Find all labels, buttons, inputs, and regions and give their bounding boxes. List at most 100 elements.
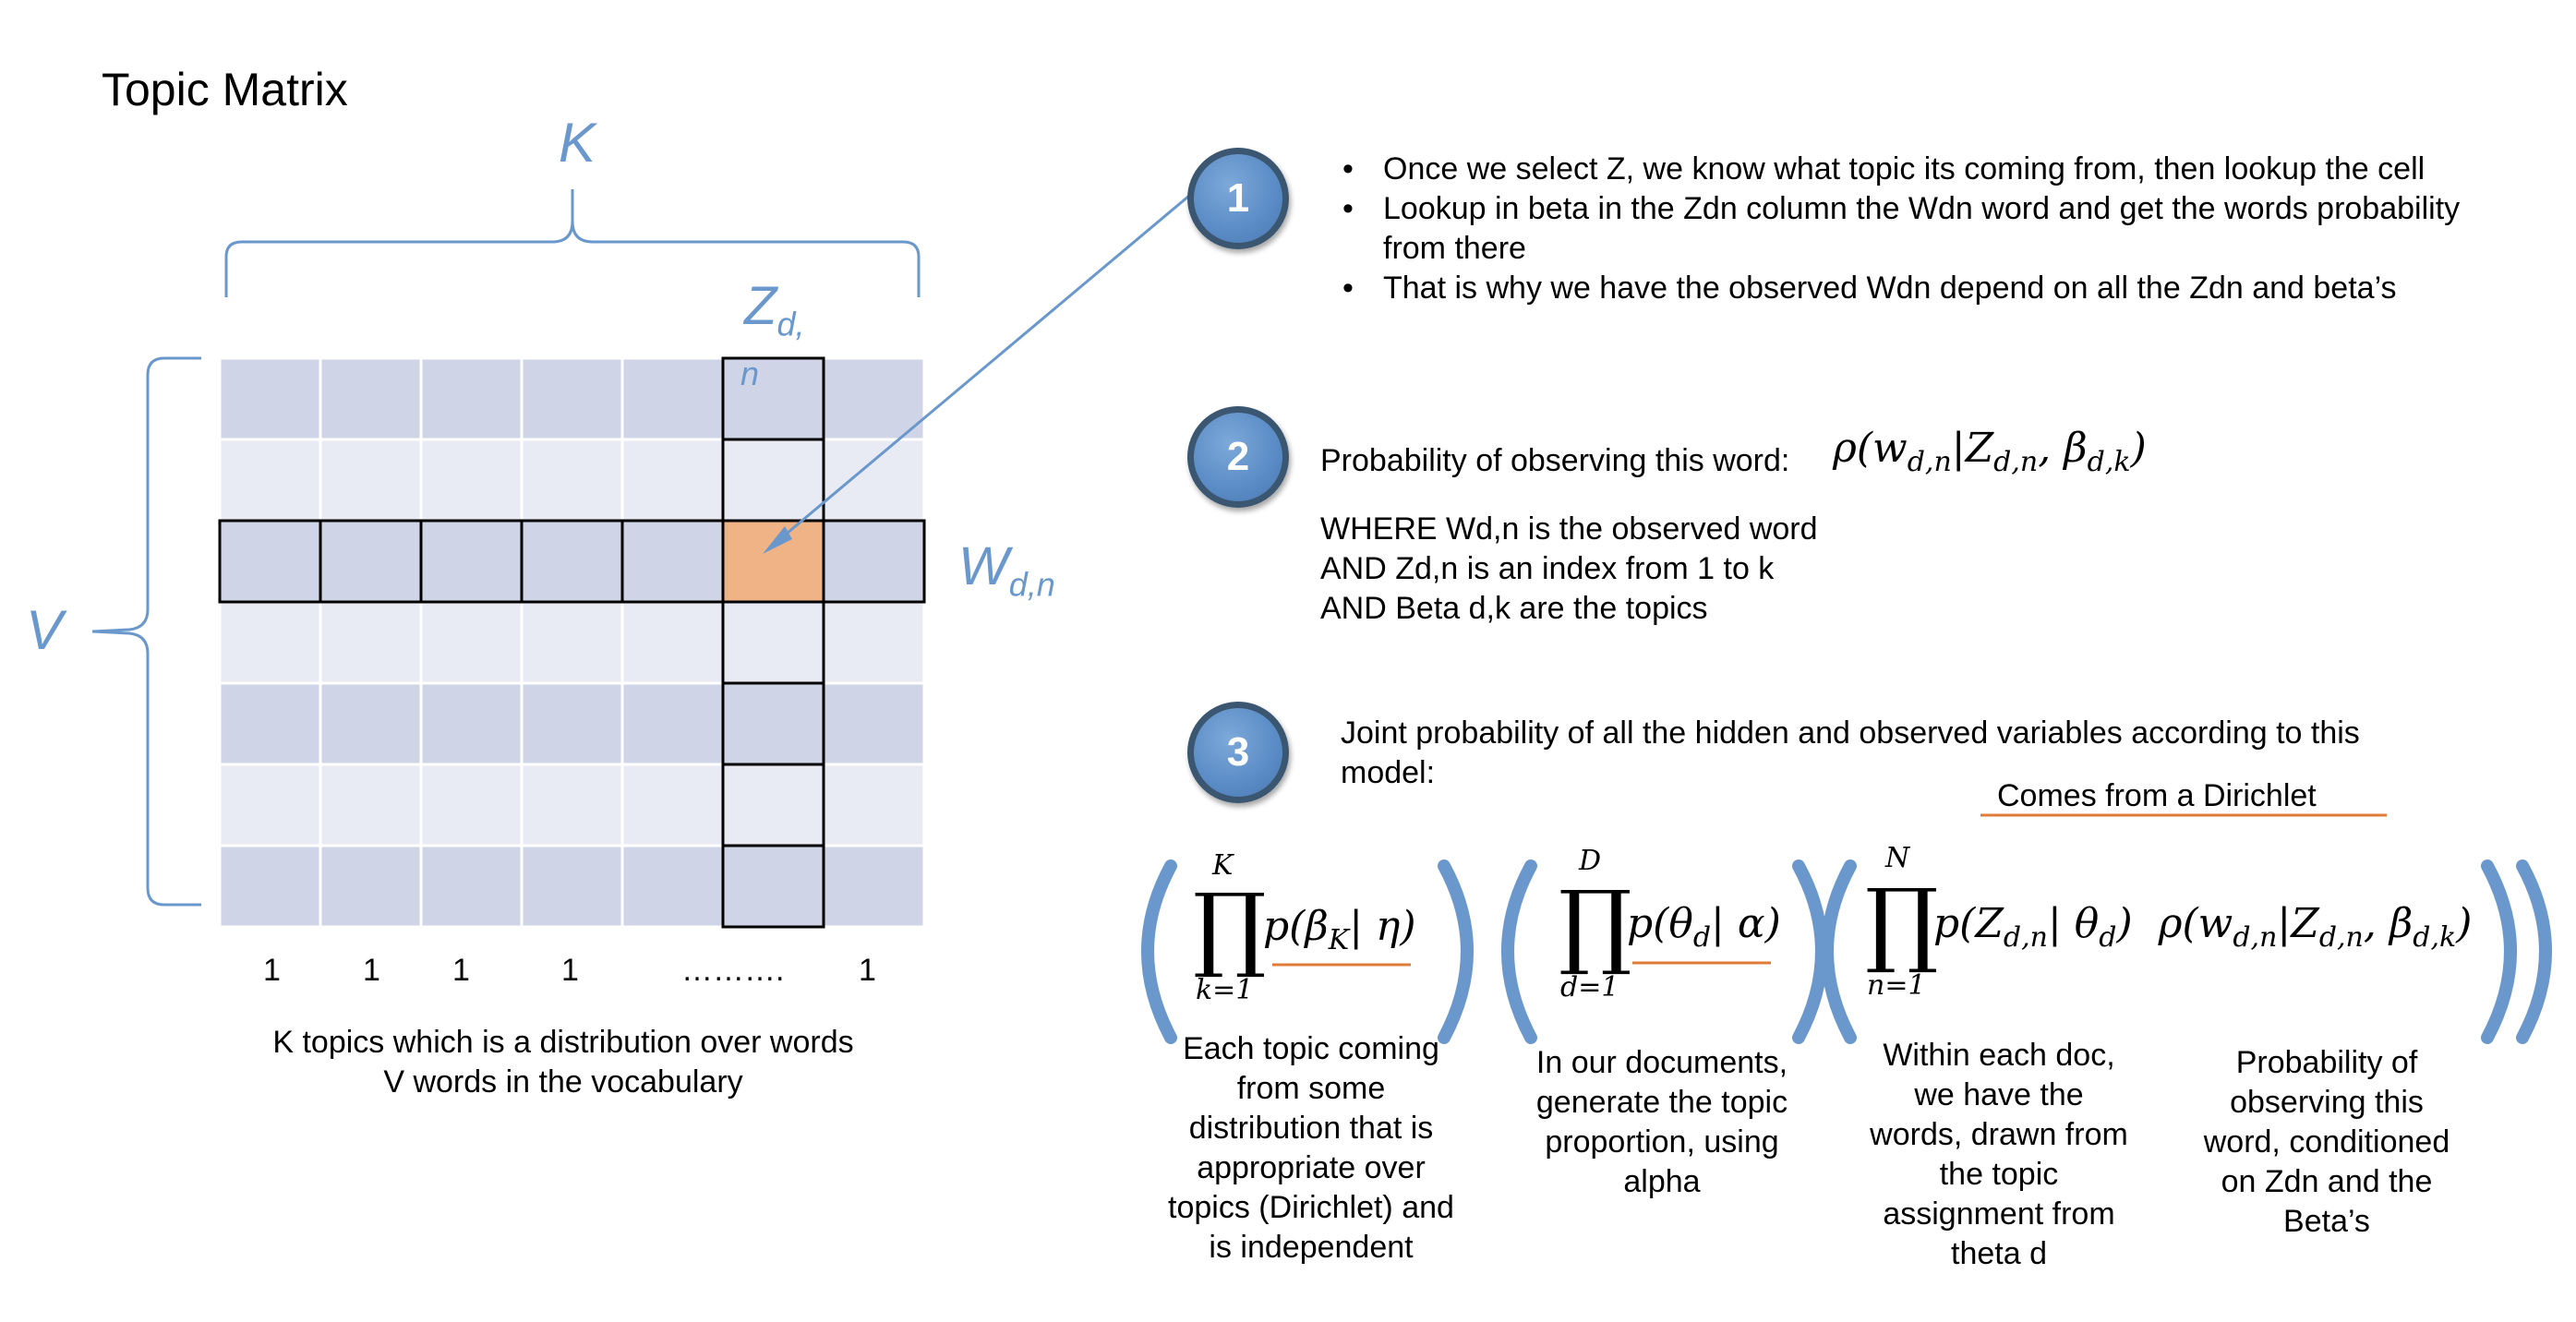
lookup-arrow (775, 194, 1190, 545)
close-paren-1 (1438, 859, 1474, 1044)
column-label: 1 (859, 953, 876, 988)
matrix-cell (822, 681, 926, 766)
matrix-cell (319, 681, 423, 766)
open-paren-1 (1141, 859, 1177, 1044)
matrix-cell (319, 356, 423, 441)
word-probability-formula: ρ(wd,n|Zd,n, βd,k) (1833, 425, 2147, 478)
matrix-cell (218, 600, 322, 685)
z-theta-w-term: p(Zd,n| θd) ρ(wd,n|Zd,n, βd,k) (1933, 900, 2473, 954)
matrix-cell (419, 356, 524, 441)
k-brace (224, 189, 921, 297)
matrix-cell (520, 519, 624, 604)
product-3-symbol: ∏ (1865, 869, 1939, 977)
bullet-item: That is why we have the observed Wdn dep… (1342, 269, 2530, 308)
matrix-cell (822, 844, 926, 929)
step-3-lead: Joint probability of all the hidden and … (1341, 715, 2360, 790)
matrix-cell (319, 844, 423, 929)
z-label: Zd, (744, 276, 805, 343)
w-label: Wd,n (958, 536, 1055, 604)
caption-word-assignment: Within each doc, we have the words, draw… (1870, 1038, 2128, 1271)
selected-cell (721, 519, 825, 604)
matrix-cell (419, 438, 524, 523)
dirichlet-note: Comes from a Dirichlet (1997, 778, 2317, 813)
matrix-cell (319, 438, 423, 523)
column-label: 1 (363, 953, 380, 988)
v-brace (91, 356, 201, 907)
matrix-cell (218, 844, 322, 929)
close-paren-3a (2481, 859, 2517, 1044)
product-2-upper: D (1579, 845, 1602, 877)
step-3-badge: 3 (1187, 702, 1289, 803)
matrix-cell (218, 681, 322, 766)
caption-topic-proportion: In our documents, generate the topic pro… (1535, 1045, 1788, 1199)
matrix-cell (319, 519, 423, 604)
matrix-cell (419, 519, 524, 604)
z-label-subscript: n (740, 355, 760, 392)
matrix-cell (721, 438, 825, 523)
column-label: 1 (452, 953, 470, 988)
matrix-cell (520, 844, 624, 929)
matrix-cell (520, 763, 624, 847)
matrix-cell (419, 844, 524, 929)
column-label: ………. (681, 953, 785, 988)
matrix-cell (822, 600, 926, 685)
matrix-cell (520, 438, 624, 523)
product-1-lower: k=1 (1196, 974, 1254, 1006)
matrix-cell (822, 356, 926, 441)
product-1-upper: K (1212, 849, 1234, 882)
matrix-cell (520, 681, 624, 766)
matrix-cell (620, 356, 725, 441)
matrix-cell (218, 356, 322, 441)
matrix-cell (218, 519, 322, 604)
close-paren-3b (2516, 859, 2552, 1044)
open-paren-2 (1501, 859, 1537, 1044)
theta-alpha-term: p(θd| α) (1627, 900, 1781, 954)
step-1-bullets: Once we select Z, we know what topic its… (1339, 150, 2530, 308)
matrix-cell (319, 763, 423, 847)
caption-word-probability: Probability of observing this word, cond… (2203, 1045, 2450, 1239)
matrix-cell (721, 600, 825, 685)
beta-eta-term: p(βK| η) (1263, 903, 1416, 956)
v-label: V (26, 599, 64, 661)
matrix-cell (419, 600, 524, 685)
matrix-cell (419, 681, 524, 766)
open-paren-3 (1821, 859, 1857, 1044)
matrix-cell (822, 519, 926, 604)
lookup-arrowhead (763, 526, 792, 554)
matrix-cell (520, 600, 624, 685)
topic-matrix-grid (218, 356, 926, 929)
product-1-symbol: ∏ (1193, 873, 1267, 981)
matrix-cell (218, 763, 322, 847)
matrix-cell (620, 844, 725, 929)
product-3-upper: N (1885, 842, 1910, 874)
step-2-badge: 2 (1187, 406, 1289, 508)
step-2-lead: Probability of observing this word: (1320, 443, 1790, 478)
matrix-cell (822, 763, 926, 847)
matrix-cell (822, 438, 926, 523)
matrix-cell (620, 600, 725, 685)
step-2-where: WHERE Wd,n is the observed word AND Zd,n… (1320, 511, 1818, 626)
k-label: K (559, 112, 596, 174)
close-paren-2 (1792, 859, 1828, 1044)
matrix-cell (620, 438, 725, 523)
column-label: 1 (561, 953, 579, 988)
matrix-cell (620, 681, 725, 766)
matrix-cell (721, 356, 825, 441)
caption-topic-distribution: Each topic coming from some distribution… (1168, 1031, 1454, 1265)
matrix-cell (419, 763, 524, 847)
matrix-cell (520, 356, 624, 441)
product-3-lower: n=1 (1867, 969, 1926, 1002)
matrix-cell (721, 681, 825, 766)
matrix-cell (620, 763, 725, 847)
column-highlight-cell (721, 844, 825, 929)
matrix-caption: K topics which is a distribution over wo… (272, 1025, 854, 1100)
matrix-cell (620, 519, 725, 604)
step-1-badge: 1 (1187, 148, 1289, 249)
matrix-cell (721, 763, 825, 847)
matrix-cell (721, 844, 825, 929)
column-label: 1 (263, 953, 281, 988)
bullet-item: Once we select Z, we know what topic its… (1342, 150, 2530, 189)
page-title: Topic Matrix (102, 64, 348, 115)
product-2-symbol: ∏ (1559, 871, 1632, 979)
